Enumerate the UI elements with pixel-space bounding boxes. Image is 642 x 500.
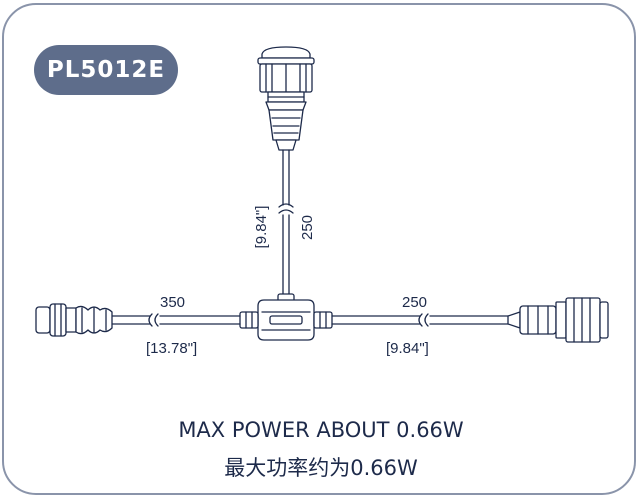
card-frame — [2, 3, 636, 495]
t-connector — [239, 293, 333, 341]
vertical-length-mm: 250 — [299, 214, 316, 240]
left-length-inch: [13.78"] — [146, 340, 198, 357]
right-length-mm: 250 — [402, 294, 428, 311]
vertical-length-inch-wrap: [9.84"] — [232, 206, 292, 249]
max-power-chinese: 最大功率约为0.66W — [224, 456, 418, 480]
model-badge: PL5012E — [34, 45, 178, 95]
vertical-length-inch: [9.84"] — [253, 205, 270, 249]
left-cable — [111, 313, 241, 327]
max-power-english: MAX POWER ABOUT 0.66W — [178, 418, 464, 442]
right-length-inch: [9.84"] — [386, 340, 429, 357]
right-cable — [331, 313, 509, 327]
left-connector — [35, 303, 113, 337]
vertical-cable — [278, 149, 294, 295]
vertical-length-mm-wrap: 250 — [293, 215, 323, 240]
right-light — [507, 297, 609, 343]
left-length-mm: 350 — [160, 294, 186, 311]
top-light — [257, 46, 315, 151]
